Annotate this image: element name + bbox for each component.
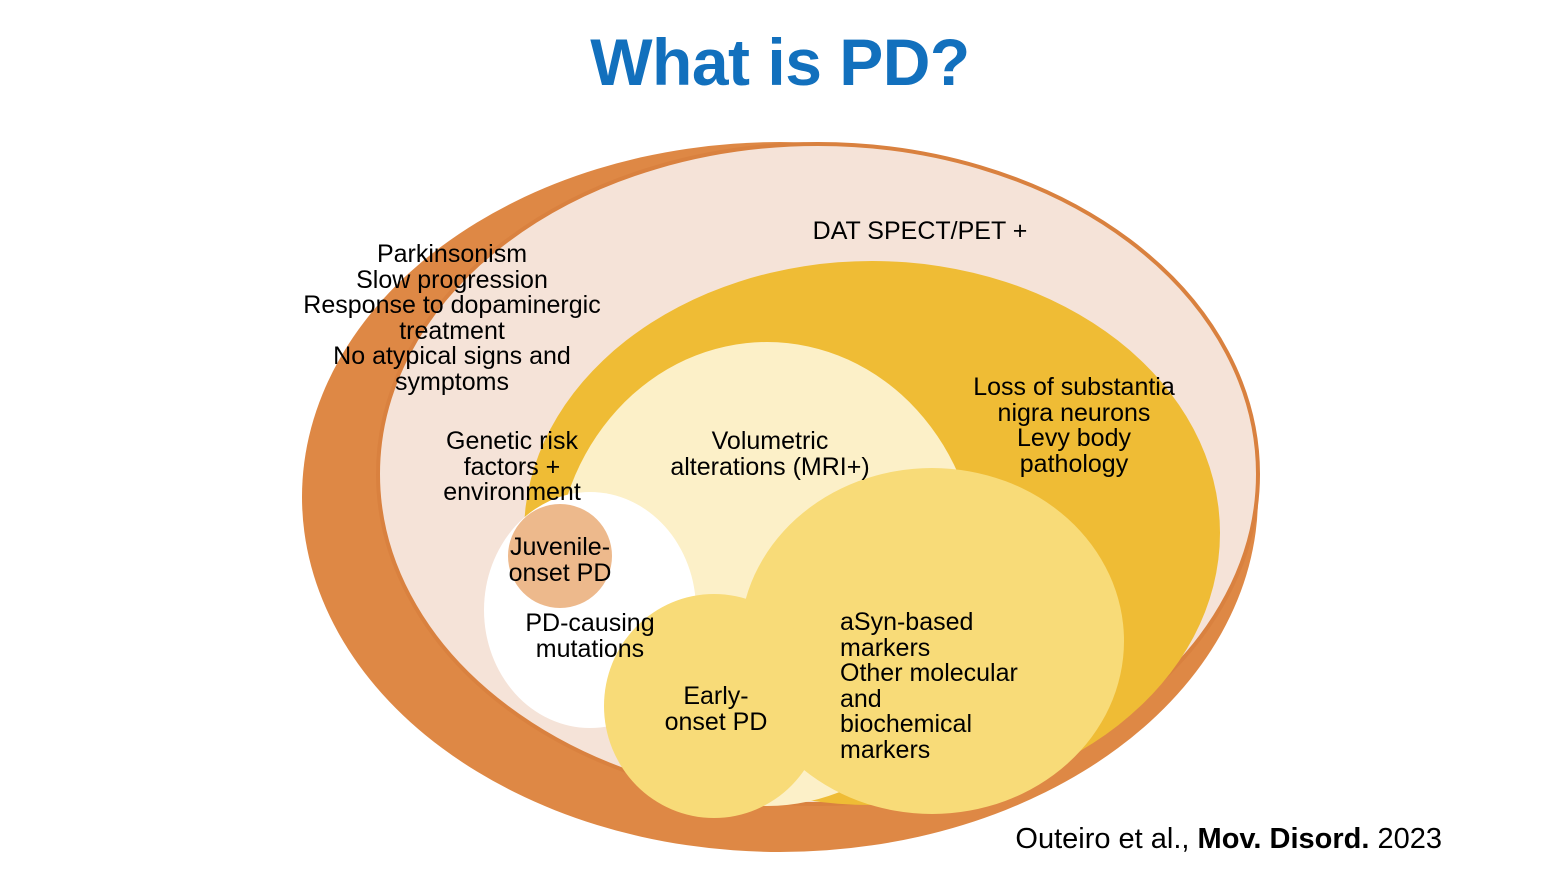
label-genetic-risk-factors: Genetic risk factors + environment [443,427,581,507]
label-volumetric-alterations: Volumetric alterations (MRI+) [670,427,870,481]
asyn-markers-ellipse-shape [740,468,1124,814]
label-substantia-nigra-loss: Loss of substantia nigra neurons Levy bo… [973,373,1175,478]
page-title: What is PD? [590,25,970,99]
citation-year: 2023 [1369,823,1442,855]
label-clinical-criteria: Parkinsonism Slow progression Response t… [303,240,601,396]
juvenile-onset-circle-shape [508,504,612,608]
citation-authors: Outeiro et al., [1015,823,1198,855]
citation: Outeiro et al., Mov. Disord. 2023 [1015,823,1442,856]
citation-journal: Mov. Disord. [1197,823,1370,855]
label-early-onset-pd: Early- onset PD [664,682,768,736]
label-pd-causing-mutations: PD-causing mutations [525,609,655,663]
label-juvenile-onset-pd: Juvenile- onset PD [508,533,612,587]
label-dat-spect-pet: DAT SPECT/PET + [812,217,1028,245]
label-asyn-based-markers: aSyn-based markers Other molecular and b… [840,608,1018,764]
early-onset-ellipse-shape [604,594,824,818]
